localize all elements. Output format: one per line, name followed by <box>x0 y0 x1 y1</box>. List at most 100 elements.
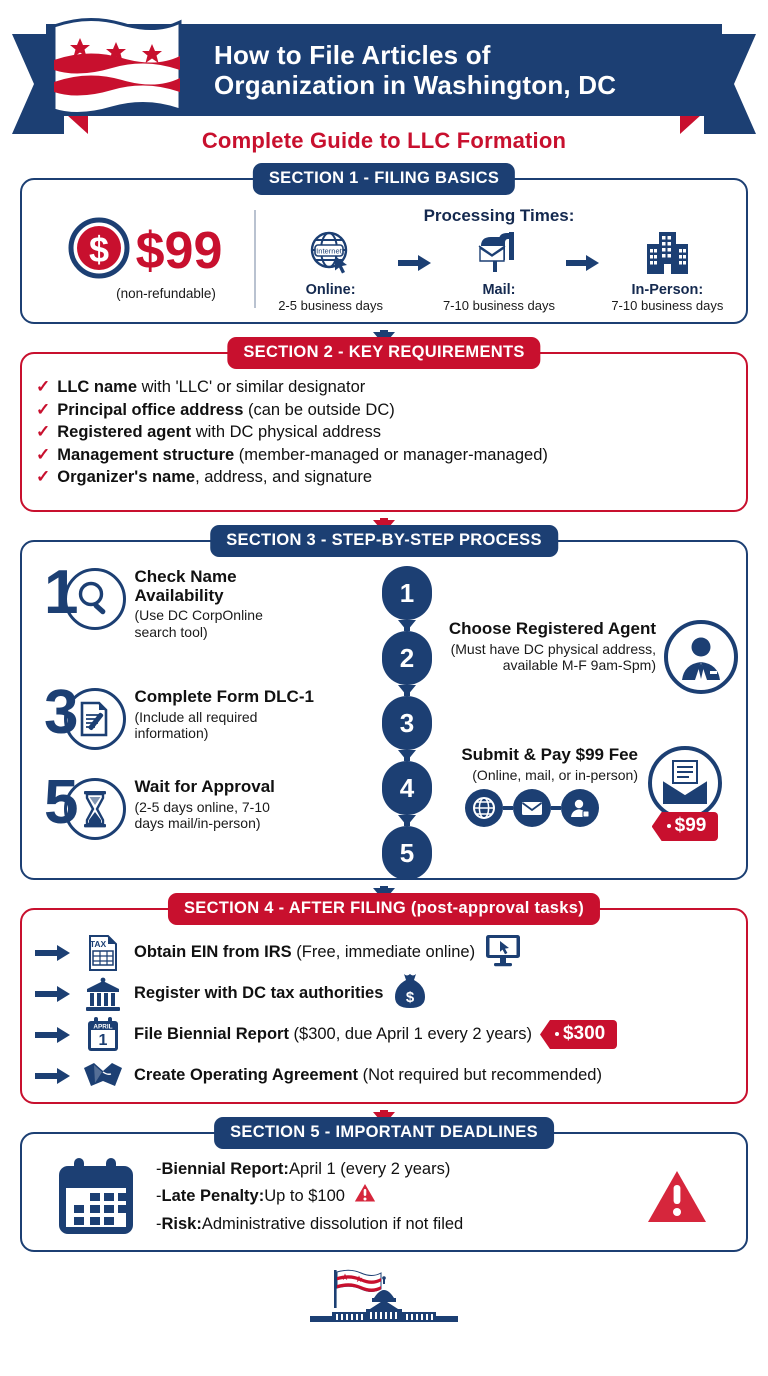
svg-text:APRIL: APRIL <box>93 1023 112 1030</box>
svg-text:$: $ <box>89 229 109 270</box>
task-rest: (Not required but recommended) <box>358 1066 602 1084</box>
money-bag-icon: $ <box>393 972 427 1015</box>
section-4-pill: SECTION 4 - AFTER FILING (post-approval … <box>167 893 601 925</box>
arrow-right-icon <box>30 1026 76 1044</box>
footer <box>0 1268 768 1329</box>
method-label: Mail: <box>482 282 516 298</box>
step-3: 3 Complete Form DLC-1 (Include all requi… <box>44 682 330 750</box>
dash: - <box>156 1187 162 1206</box>
step-sub: (Must have DC physical address, availabl… <box>450 640 656 674</box>
check-mark-icon: ✓ <box>36 444 51 464</box>
req-rest: (member-managed or manager-managed) <box>234 445 548 464</box>
task-strong: Obtain EIN from IRS <box>134 943 292 961</box>
req-rest: with DC physical address <box>191 423 381 442</box>
task-text: Register with DC tax authorities <box>134 984 383 1003</box>
check-mark-icon: ✓ <box>36 467 51 487</box>
method-time: 7-10 business days <box>611 298 724 313</box>
step-4: Submit & Pay $99 Fee (Online, mail, or i… <box>426 745 722 841</box>
section-5-pill: SECTION 5 - IMPORTANT DEADLINES <box>214 1117 554 1149</box>
divider <box>254 210 256 308</box>
step-node: 5 <box>382 826 432 880</box>
method-online: Internet Online: 2-5 business days <box>269 228 393 313</box>
step-title: Check Name Availability <box>134 567 237 605</box>
office-building-icon <box>642 228 692 281</box>
svg-text:$: $ <box>406 989 415 1006</box>
method-time: 7-10 business days <box>442 298 555 313</box>
dc-flag-icon <box>46 12 188 124</box>
requirements-list: ✓ LLC name with 'LLC' or similar designa… <box>22 354 746 497</box>
task-strong: File Biennial Report <box>134 1025 289 1043</box>
business-person-icon <box>664 620 738 694</box>
page-subtitle: Complete Guide to LLC Formation <box>201 128 567 153</box>
task-strong: Register with DC tax authorities <box>134 984 384 1002</box>
list-item: - Risk: Administrative dissolution if no… <box>156 1212 622 1237</box>
step-5: 5 Wait for Approval (2-5 days online, 7-… <box>44 772 324 840</box>
list-item: ✓ LLC name with 'LLC' or similar designa… <box>36 376 730 399</box>
fee-amount: $99 <box>135 221 223 280</box>
check-mark-icon: ✓ <box>36 422 51 442</box>
open-envelope-icon <box>648 746 722 820</box>
deadline-rest: April 1 (every 2 years) <box>288 1159 451 1178</box>
task-rest: (Free, immediate online) <box>291 943 476 961</box>
tax-form-icon: TAX <box>76 934 130 972</box>
method-mail: Mail: 7-10 business days <box>437 228 561 313</box>
title-line-1: How to File Articles of <box>214 39 491 70</box>
dash: - <box>156 1215 162 1234</box>
processing-times-title: Processing Times: <box>423 206 575 225</box>
deadline-strong: Biennial Report: <box>161 1159 289 1178</box>
req-rest: (can be outside DC) <box>243 400 395 419</box>
task-text: Create Operating Agreement (Not required… <box>134 1066 602 1085</box>
magnifier-icon <box>64 568 127 630</box>
step-title: Complete Form DLC-1 <box>134 687 314 706</box>
list-item: ✓ Principal office address (can be outsi… <box>36 399 730 422</box>
step-node: 4 <box>382 761 432 815</box>
step-1: 1 Check Name Availability (Use DC CorpOn… <box>44 562 324 640</box>
step-sub: (Include all required information) <box>134 708 258 742</box>
person-icon <box>561 789 599 828</box>
table-row: Create Operating Agreement (Not required… <box>30 1055 734 1096</box>
step-2: Choose Registered Agent (Must have DC ph… <box>414 619 738 694</box>
req-rest: with 'LLC' or similar designator <box>137 378 366 396</box>
deadlines-list: - Biennial Report: April 1 (every 2 year… <box>156 1157 622 1237</box>
req-strong: LLC name <box>57 378 138 396</box>
filing-fee-block: $ $99 (non-refundable) <box>36 206 254 312</box>
svg-text:1: 1 <box>99 1032 108 1049</box>
deadline-rest: Administrative dissolution if not filed <box>201 1215 464 1234</box>
april-calendar-icon: APRIL 1 <box>76 1016 130 1054</box>
government-bank-icon <box>76 976 130 1012</box>
fee-badge-99: $99 <box>651 812 719 841</box>
deadline-strong: Late Penalty: <box>161 1187 265 1206</box>
section-3-card: SECTION 3 - STEP-BY-STEP PROCESS 1 2 3 4… <box>20 525 748 880</box>
warning-triangle-icon <box>622 1169 732 1225</box>
method-time: 2-5 business days <box>278 298 383 313</box>
method-label: In-Person: <box>631 282 704 298</box>
step-sub: (Use DC CorpOnline search tool) <box>134 607 263 640</box>
section-2-card: SECTION 2 - KEY REQUIREMENTS ✓ LLC name … <box>20 337 748 512</box>
section-1-card: SECTION 1 - FILING BASICS $ $99 (non-ref… <box>20 163 748 324</box>
monitor-cursor-icon <box>483 933 523 972</box>
warning-triangle-icon <box>353 1181 377 1212</box>
step-node: 1 <box>382 566 432 620</box>
arrow-right-icon <box>30 985 76 1003</box>
globe-icon <box>465 789 503 828</box>
list-item: ✓ Organizer's name, address, and signatu… <box>36 466 730 489</box>
task-strong: Create Operating Agreement <box>134 1066 359 1084</box>
globe-internet-cursor-icon: Internet <box>307 228 355 281</box>
req-strong: Organizer's name <box>57 468 196 487</box>
req-strong: Management structure <box>57 445 235 464</box>
svg-text:Internet: Internet <box>316 247 343 256</box>
handshake-icon <box>76 1060 130 1092</box>
req-strong: Registered agent <box>57 423 192 442</box>
dash: - <box>156 1159 162 1178</box>
arrow-right-icon <box>30 944 76 962</box>
form-pencil-icon <box>64 688 127 750</box>
deadline-rest: Up to $100 <box>264 1187 345 1206</box>
svg-text:TAX: TAX <box>90 939 107 949</box>
step-node: 3 <box>382 696 432 750</box>
title-line-2: Organization in Washington, DC <box>214 70 617 100</box>
fee-note: (non-refundable) <box>116 286 216 301</box>
step-spine: 1 2 3 4 5 <box>369 566 445 880</box>
mailbox-envelope-icon <box>473 228 525 281</box>
req-strong: Principal office address <box>57 400 244 419</box>
list-item: - Late Penalty: Up to $100 <box>156 1181 622 1212</box>
